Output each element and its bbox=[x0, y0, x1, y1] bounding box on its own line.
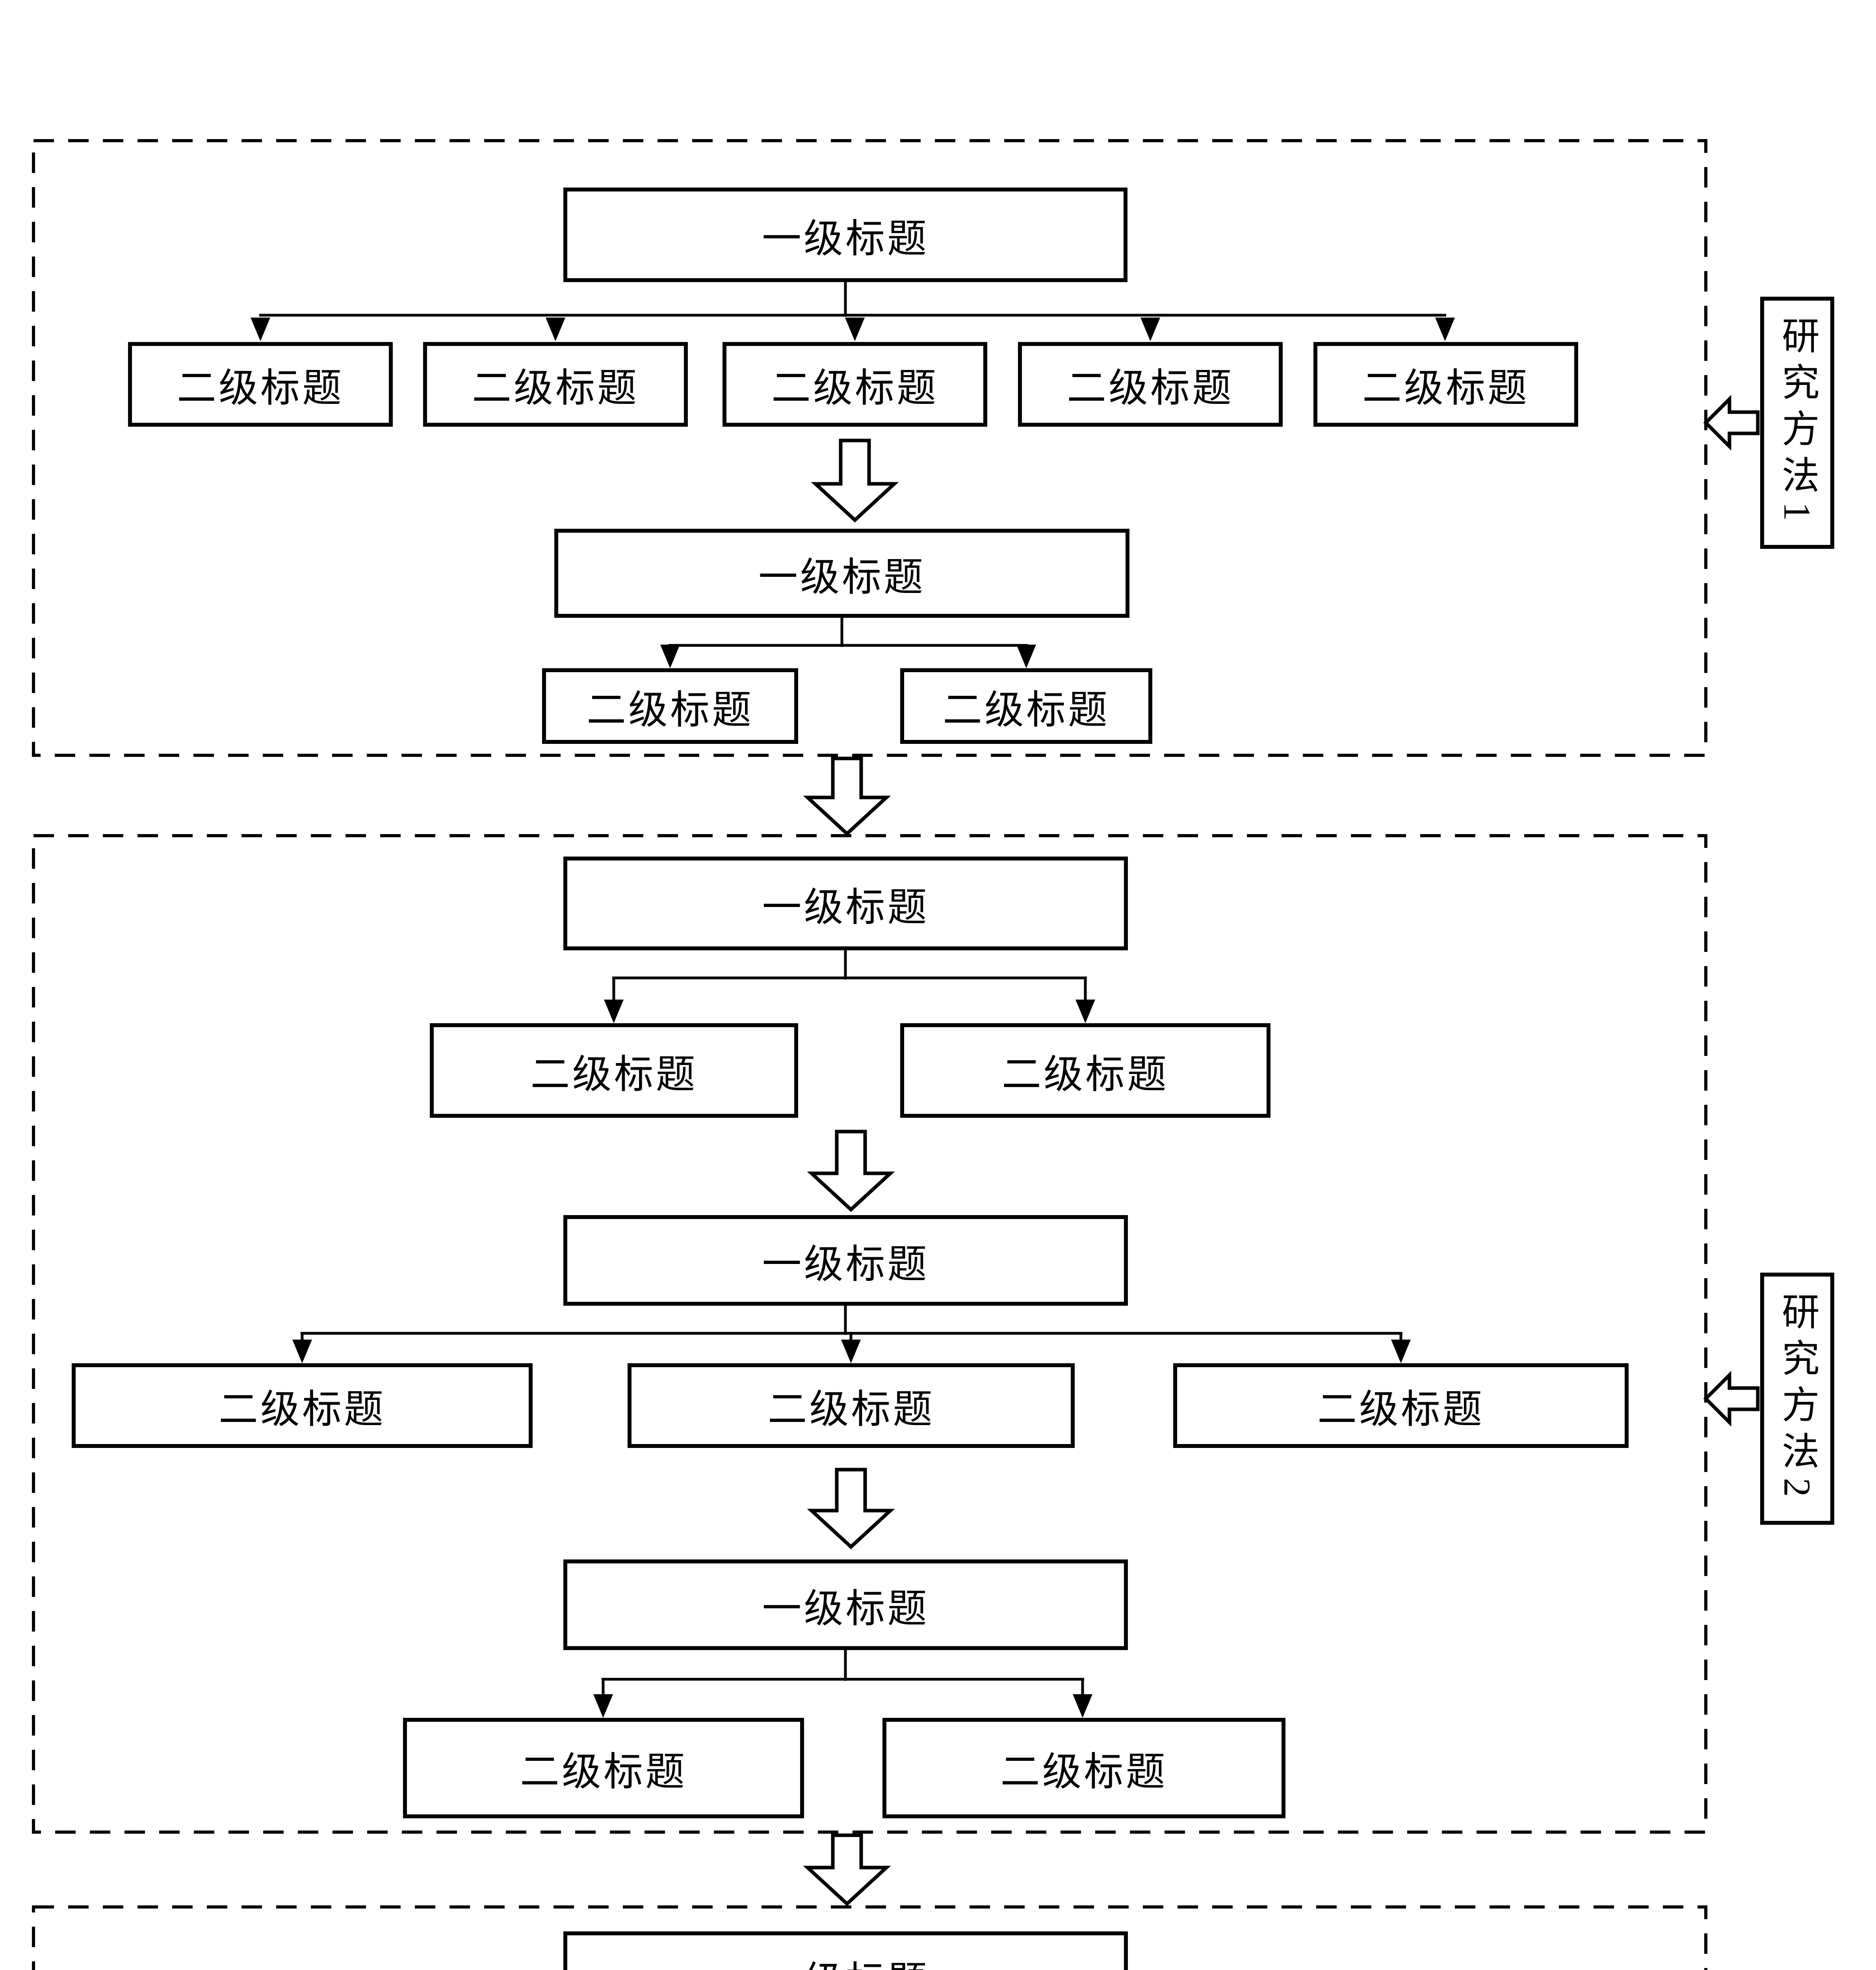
level2-box-label: 二级标题 bbox=[1000, 1750, 1168, 1794]
s2-level2-box-6: 二级标题 bbox=[403, 1718, 804, 1818]
s2-level1-box-2: 一级标题 bbox=[563, 1215, 1128, 1306]
down-arrowhead-icon bbox=[1435, 318, 1455, 341]
s1-level2-box-6: 二级标题 bbox=[542, 668, 798, 744]
section-2-dashed-border bbox=[32, 834, 1707, 1834]
s2-level2-box-4: 二级标题 bbox=[628, 1363, 1075, 1448]
level1-box-label: 一级标题 bbox=[762, 1587, 929, 1631]
level1-box-label: 一级标题 bbox=[758, 555, 925, 599]
down-arrowhead-icon bbox=[604, 1000, 624, 1023]
level2-box-label: 二级标题 bbox=[1002, 1052, 1169, 1097]
level2-box-label: 二级标题 bbox=[472, 366, 639, 410]
level1-box-label: 一级标题 bbox=[762, 1242, 929, 1286]
side-label-text: 研究方法2 bbox=[1776, 1292, 1818, 1505]
left-block-arrow-icon bbox=[1703, 395, 1760, 451]
s1-level2-box-7: 二级标题 bbox=[900, 668, 1152, 744]
down-arrowhead-icon bbox=[841, 1340, 861, 1363]
down-arrowhead-icon bbox=[251, 318, 270, 341]
level2-box-label: 二级标题 bbox=[1317, 1388, 1484, 1431]
level2-box-label: 二级标题 bbox=[587, 688, 754, 732]
level2-box-label: 二级标题 bbox=[1067, 366, 1234, 410]
level2-box-label: 二级标题 bbox=[1362, 366, 1529, 410]
down-arrowhead-icon bbox=[660, 645, 680, 668]
s2-level2-box-1: 二级标题 bbox=[430, 1023, 798, 1118]
down-arrowhead-icon bbox=[546, 318, 565, 341]
side-label-text: 研究方法1 bbox=[1776, 316, 1818, 530]
s1-level1-box-1: 一级标题 bbox=[563, 188, 1127, 282]
side-label-method-1: 研究方法1 bbox=[1760, 297, 1834, 549]
down-arrowhead-icon bbox=[845, 318, 865, 341]
level2-box-label: 二级标题 bbox=[771, 366, 938, 410]
level2-box-label: 二级标题 bbox=[177, 366, 344, 410]
hollow-down-arrow-icon bbox=[803, 756, 891, 836]
s2-level2-box-3: 二级标题 bbox=[72, 1363, 533, 1448]
side-label-method-2: 研究方法2 bbox=[1760, 1273, 1834, 1525]
s1-level2-box-3: 二级标题 bbox=[723, 342, 987, 427]
s1-level2-box-1: 二级标题 bbox=[128, 342, 393, 427]
s2-level2-box-7: 二级标题 bbox=[882, 1718, 1285, 1818]
level2-box-label: 二级标题 bbox=[767, 1388, 935, 1431]
down-arrowhead-icon bbox=[1073, 1694, 1092, 1718]
down-arrowhead-icon bbox=[1016, 645, 1036, 668]
s1-level1-box-2: 一级标题 bbox=[554, 529, 1129, 618]
down-arrowhead-icon bbox=[1140, 318, 1160, 341]
level2-box-label: 二级标题 bbox=[943, 688, 1110, 732]
down-arrowhead-icon bbox=[292, 1340, 312, 1363]
level1-box-label: 一级标题 bbox=[762, 217, 929, 261]
s1-level2-box-5: 二级标题 bbox=[1313, 342, 1578, 427]
s1-level2-box-4: 二级标题 bbox=[1018, 342, 1283, 427]
hollow-down-arrow-icon bbox=[807, 1130, 895, 1212]
section-1-dashed-border bbox=[32, 139, 1707, 757]
hollow-down-arrow-icon bbox=[807, 1468, 895, 1550]
down-arrowhead-icon bbox=[1391, 1340, 1411, 1363]
down-arrowhead-icon bbox=[593, 1694, 613, 1718]
level2-box-label: 二级标题 bbox=[520, 1750, 687, 1794]
s3-level1-box-1: 一级标题 bbox=[563, 1931, 1128, 1970]
s1-level2-box-2: 二级标题 bbox=[423, 342, 688, 427]
s2-level2-box-5: 二级标题 bbox=[1173, 1363, 1629, 1448]
level1-box-label: 一级标题 bbox=[762, 1949, 929, 1970]
level2-box-label: 二级标题 bbox=[219, 1388, 386, 1431]
level1-box-label: 一级标题 bbox=[762, 885, 929, 929]
s2-level1-box-1: 一级标题 bbox=[563, 857, 1128, 950]
hollow-down-arrow-icon bbox=[803, 1833, 891, 1907]
left-block-arrow-icon bbox=[1703, 1371, 1760, 1427]
s2-level2-box-2: 二级标题 bbox=[900, 1023, 1270, 1118]
s2-level1-box-3: 一级标题 bbox=[563, 1559, 1128, 1650]
section-3-dashed-border bbox=[32, 1905, 1707, 1970]
hollow-down-arrow-icon bbox=[811, 439, 899, 523]
down-arrowhead-icon bbox=[1075, 1000, 1095, 1023]
level2-box-label: 二级标题 bbox=[530, 1052, 698, 1097]
